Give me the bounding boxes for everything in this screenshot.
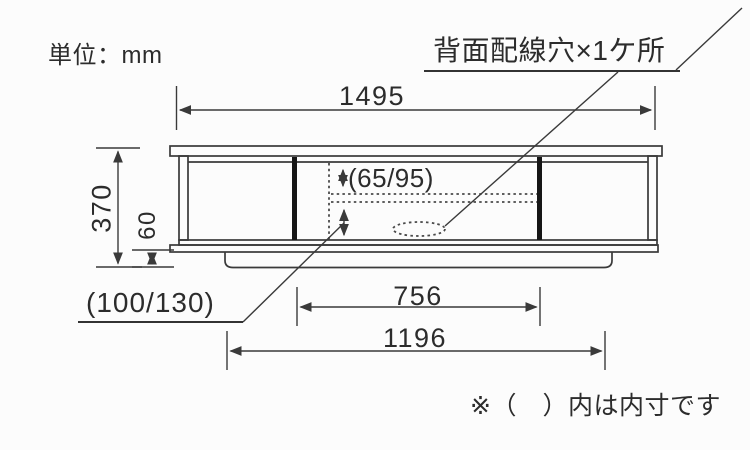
dim-base-width-value: 1196 [382, 323, 448, 353]
wiring-hole-leader-upper [675, 7, 743, 71]
back-wiring-hole-label: 背面配線穴×1ケ所 [433, 35, 666, 66]
wiring-hole-ellipse [392, 221, 446, 237]
dim-base-width-lines [226, 331, 606, 370]
left-side-panel [178, 155, 189, 241]
dim-inner-center-width-value: 756 [393, 281, 443, 311]
wiring-hole-leader [444, 71, 619, 227]
dim-inner-upper-value: (65/95) [348, 163, 434, 193]
inner-height-arrows [338, 168, 349, 237]
right-side-panel [647, 155, 658, 241]
unit-label: 単位：mm [48, 42, 163, 69]
inner-dimension-note: ※（ ）内は内寸です [470, 392, 721, 420]
top-board [169, 145, 663, 157]
dim-overall-width-value: 1495 [338, 81, 406, 111]
dim-base-height-lines [132, 249, 174, 268]
dim-inner-lower-value: (100/130) [86, 287, 215, 318]
divider-right [537, 157, 542, 240]
base-plinth [224, 252, 613, 269]
dim-overall-width-lines [175, 86, 656, 130]
dim-base-height-value: 60 [134, 210, 162, 240]
bottom-board [169, 244, 659, 253]
dim-inner-center-width-lines [296, 287, 541, 326]
inner-lower-leader [242, 222, 345, 323]
leader-lines [78, 7, 743, 323]
divider-left [292, 157, 297, 240]
dim-overall-height-value: 370 [86, 183, 117, 233]
tv-board-outline [169, 145, 663, 269]
